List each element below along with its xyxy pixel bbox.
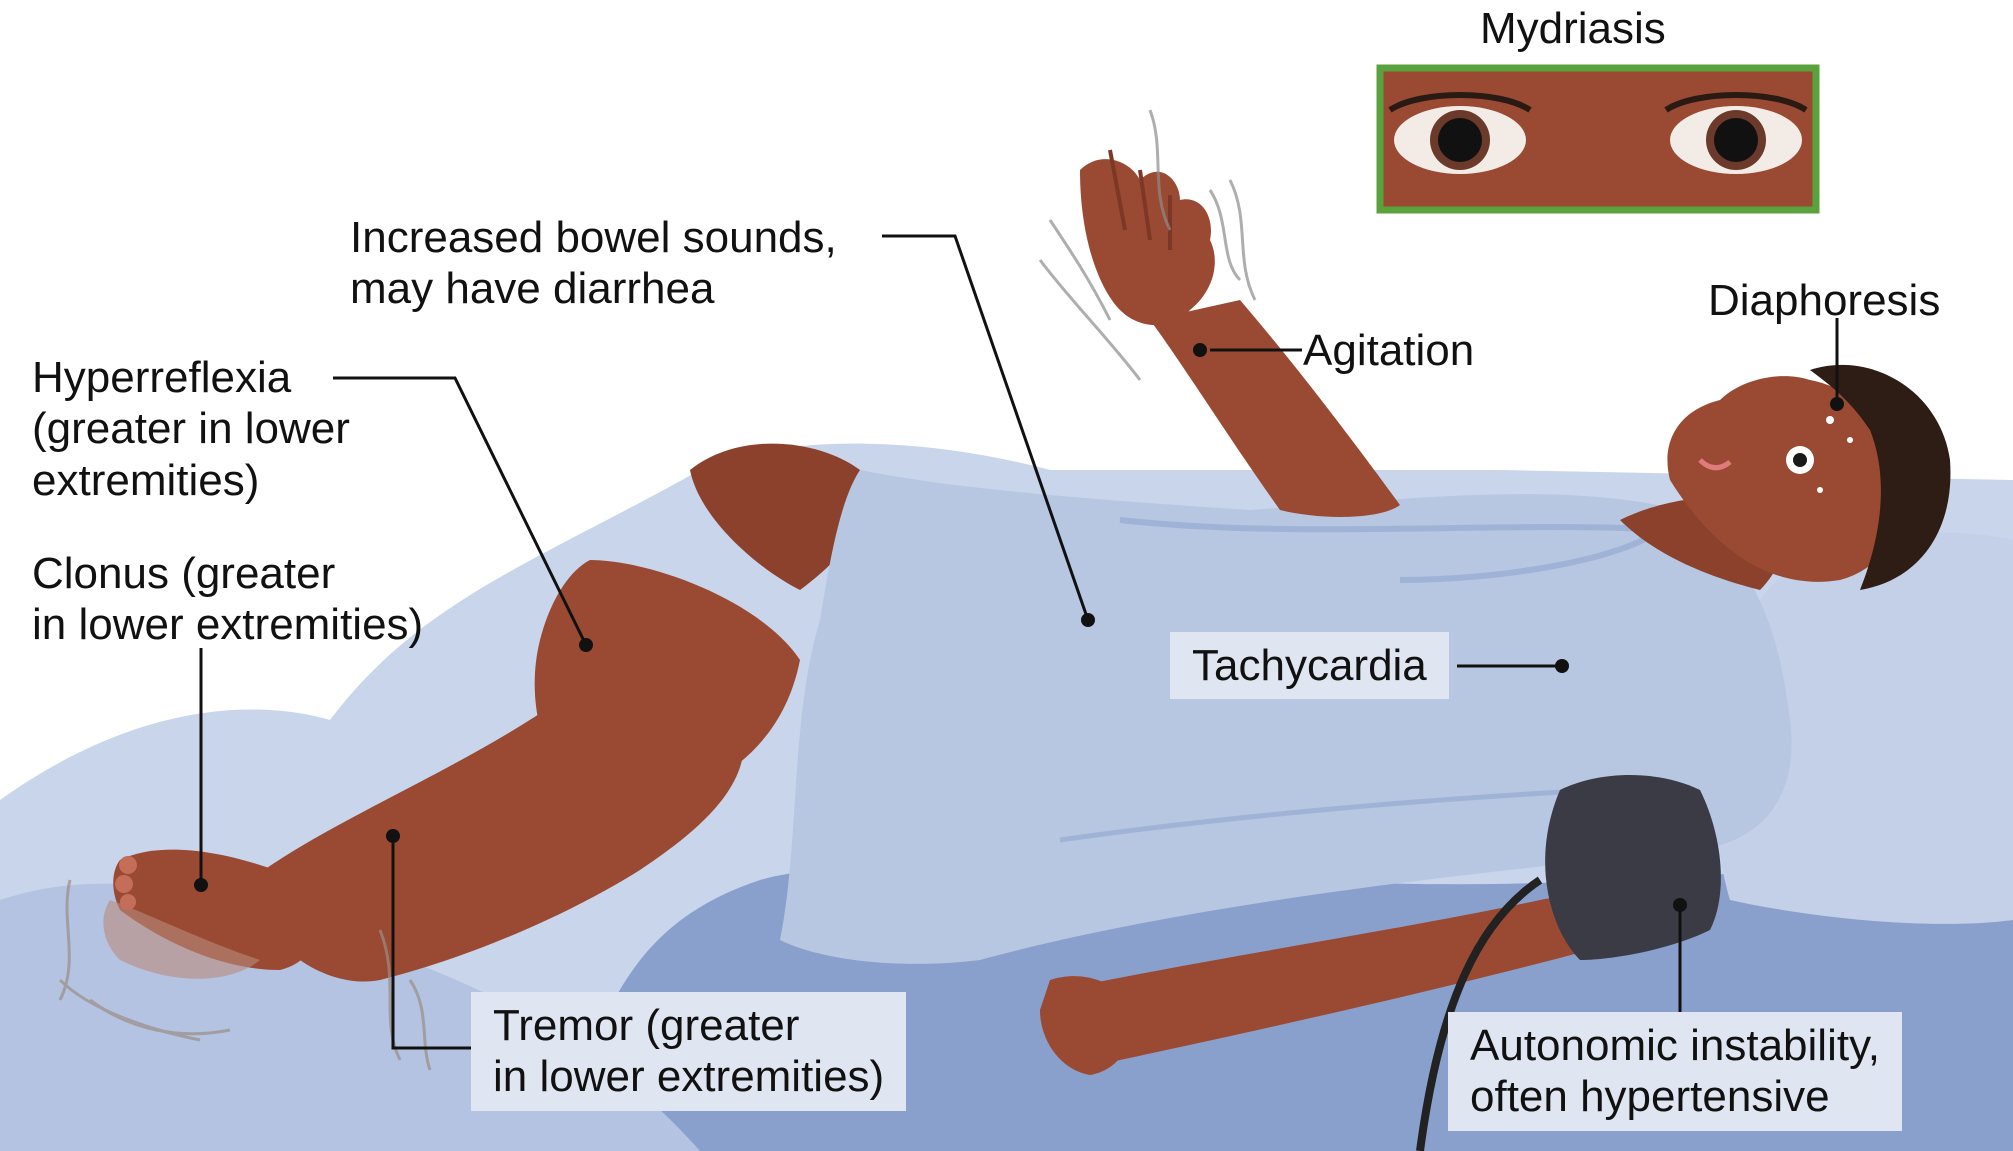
label-line: in lower extremities) [493, 1051, 884, 1102]
bowel-sounds-label: Increased bowel sounds, may have diarrhe… [350, 212, 837, 315]
mydriasis-label: Mydriasis [1480, 3, 1666, 54]
autonomic-label: Autonomic instability, often hypertensiv… [1448, 1012, 1902, 1131]
tachycardia-label: Tachycardia [1170, 632, 1449, 699]
label-line: Diaphoresis [1708, 275, 1940, 326]
label-line: in lower extremities) [32, 599, 423, 650]
agitation-label: Agitation [1303, 325, 1474, 376]
label-line: Clonus (greater [32, 548, 423, 599]
label-line: Increased bowel sounds, [350, 212, 837, 263]
clonus-label: Clonus (greater in lower extremities) [32, 548, 423, 651]
label-line: Autonomic instability, [1470, 1020, 1880, 1071]
label-line: Hyperreflexia [32, 352, 350, 403]
tremor-label: Tremor (greater in lower extremities) [471, 992, 906, 1111]
label-line: extremities) [32, 455, 350, 506]
label-line: often hypertensive [1470, 1071, 1880, 1122]
label-line: Agitation [1303, 325, 1474, 376]
label-line: Tachycardia [1192, 640, 1427, 691]
label-line: Tremor (greater [493, 1000, 884, 1051]
diaphoresis-label: Diaphoresis [1708, 275, 1940, 326]
label-line: (greater in lower [32, 403, 350, 454]
mydriasis-inset [1380, 68, 1816, 210]
label-line: may have diarrhea [350, 263, 837, 314]
hyperreflexia-label: Hyperreflexia (greater in lower extremit… [32, 352, 350, 506]
mydriasis-text: Mydriasis [1480, 3, 1666, 54]
